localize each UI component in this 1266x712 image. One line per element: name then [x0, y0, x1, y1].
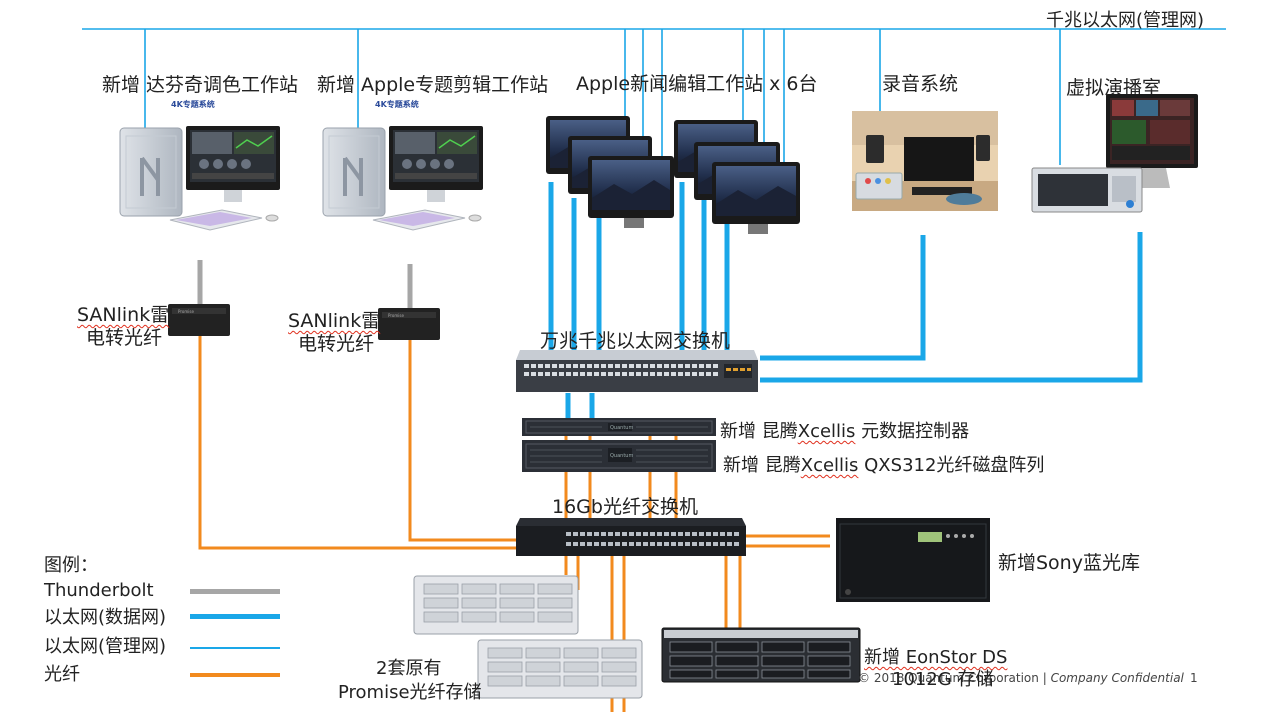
xcellis-qxs312-label: 新增 昆腾Xcellis QXS312光纤磁盘阵列 — [723, 455, 1045, 476]
legend-label-fiber: 光纤 — [44, 664, 80, 685]
legend-label-data-ethernet: 以太网(数据网) — [44, 607, 167, 628]
eonstor-storage-label-line2: 1012G 存储 — [892, 669, 994, 690]
page-number: 1 — [1190, 671, 1198, 685]
xcellis-metadata-controller-device: Quantum — [522, 418, 716, 436]
data-network-lines — [548, 182, 1143, 430]
apple-edit-workstation-title: 新增 Apple专题剪辑工作站 — [317, 74, 549, 96]
ethernet-switch-device — [516, 350, 758, 392]
davinci-workstation-subtitle: 4K专题系统 — [171, 100, 215, 109]
apple-edit-workstation — [315, 118, 495, 237]
imac-right-3 — [712, 162, 800, 234]
davinci-workstation-title: 新增 达芬奇调色工作站 — [102, 74, 299, 96]
apple-edit-workstation-subtitle: 4K专题系统 — [375, 100, 419, 109]
xcellis-devices: Quantum Quantum — [522, 418, 716, 472]
audio-system-image — [852, 111, 998, 211]
imac-left-3 — [588, 156, 674, 228]
sanlink-right-label-line1: SANlink雷 — [288, 310, 381, 332]
sanlink-left-device: Promise — [168, 304, 230, 336]
sanlink-left-label-line2: 电转光纤 — [86, 327, 163, 349]
eonstor-storage-label-line1: 新增 EonStor DS — [864, 647, 1008, 668]
legend-swatch-fiber — [190, 673, 280, 677]
mac-pro-workstation-image — [119, 126, 280, 231]
apple-news-workstations-title: Apple新闻编辑工作站 x 6台 — [576, 73, 818, 95]
management-network-lines — [82, 28, 1226, 165]
legend-label-management-ethernet: 以太网(管理网) — [44, 636, 167, 657]
thunderbolt-lines — [197, 260, 413, 312]
xcellis-metadata-controller-label: 新增 昆腾Xcellis 元数据控制器 — [720, 421, 970, 442]
xcellis-qxs312-device: Quantum — [522, 440, 716, 472]
audio-system-title: 录音系统 — [882, 73, 959, 95]
promise-storage-label-line2: Promise光纤存储 — [338, 682, 482, 703]
promise-storage-label-line1: 2套原有 — [376, 658, 442, 679]
mac-pro-workstation-image — [322, 126, 483, 231]
legend-swatch-management-ethernet — [190, 647, 280, 649]
svg-text:Quantum: Quantum — [610, 425, 633, 431]
sanlink-right-label-line2: 电转光纤 — [298, 333, 375, 355]
legend-swatch-thunderbolt — [190, 589, 280, 594]
davinci-workstation — [112, 118, 292, 237]
svg-text:Quantum: Quantum — [610, 453, 633, 459]
virtual-studio-image — [1031, 94, 1198, 213]
svg-text:Promise: Promise — [178, 309, 194, 314]
imac-group-image — [546, 116, 800, 234]
sanlink-right-device: Promise — [378, 308, 440, 340]
eonstor-storage-device — [661, 627, 861, 683]
legend-title: 图例： — [44, 555, 98, 576]
sony-optical-library-label: 新增Sony蓝光库 — [998, 552, 1140, 574]
svg-text:Promise: Promise — [388, 313, 404, 318]
virtual-studio-title: 虚拟演播室 — [1066, 77, 1162, 99]
legend-label-thunderbolt: Thunderbolt — [44, 580, 154, 601]
management-network-label: 千兆以太网(管理网) — [1046, 10, 1205, 31]
promise-storage-device-2 — [477, 639, 643, 699]
sanlink-left-label-line1: SANlink雷 — [77, 304, 170, 326]
legend-swatch-data-ethernet — [190, 614, 280, 619]
fc-switch-label: 16Gb光纤交换机 — [552, 496, 698, 518]
fc-switch-device — [516, 518, 746, 556]
copyright-footer: © 2018 Quantum Corporation | Company Con… — [858, 671, 1184, 685]
sony-optical-library-device — [836, 518, 990, 602]
ethernet-switch-label: 万兆千兆以太网交换机 — [540, 330, 731, 352]
promise-storage-device-1 — [413, 575, 579, 635]
